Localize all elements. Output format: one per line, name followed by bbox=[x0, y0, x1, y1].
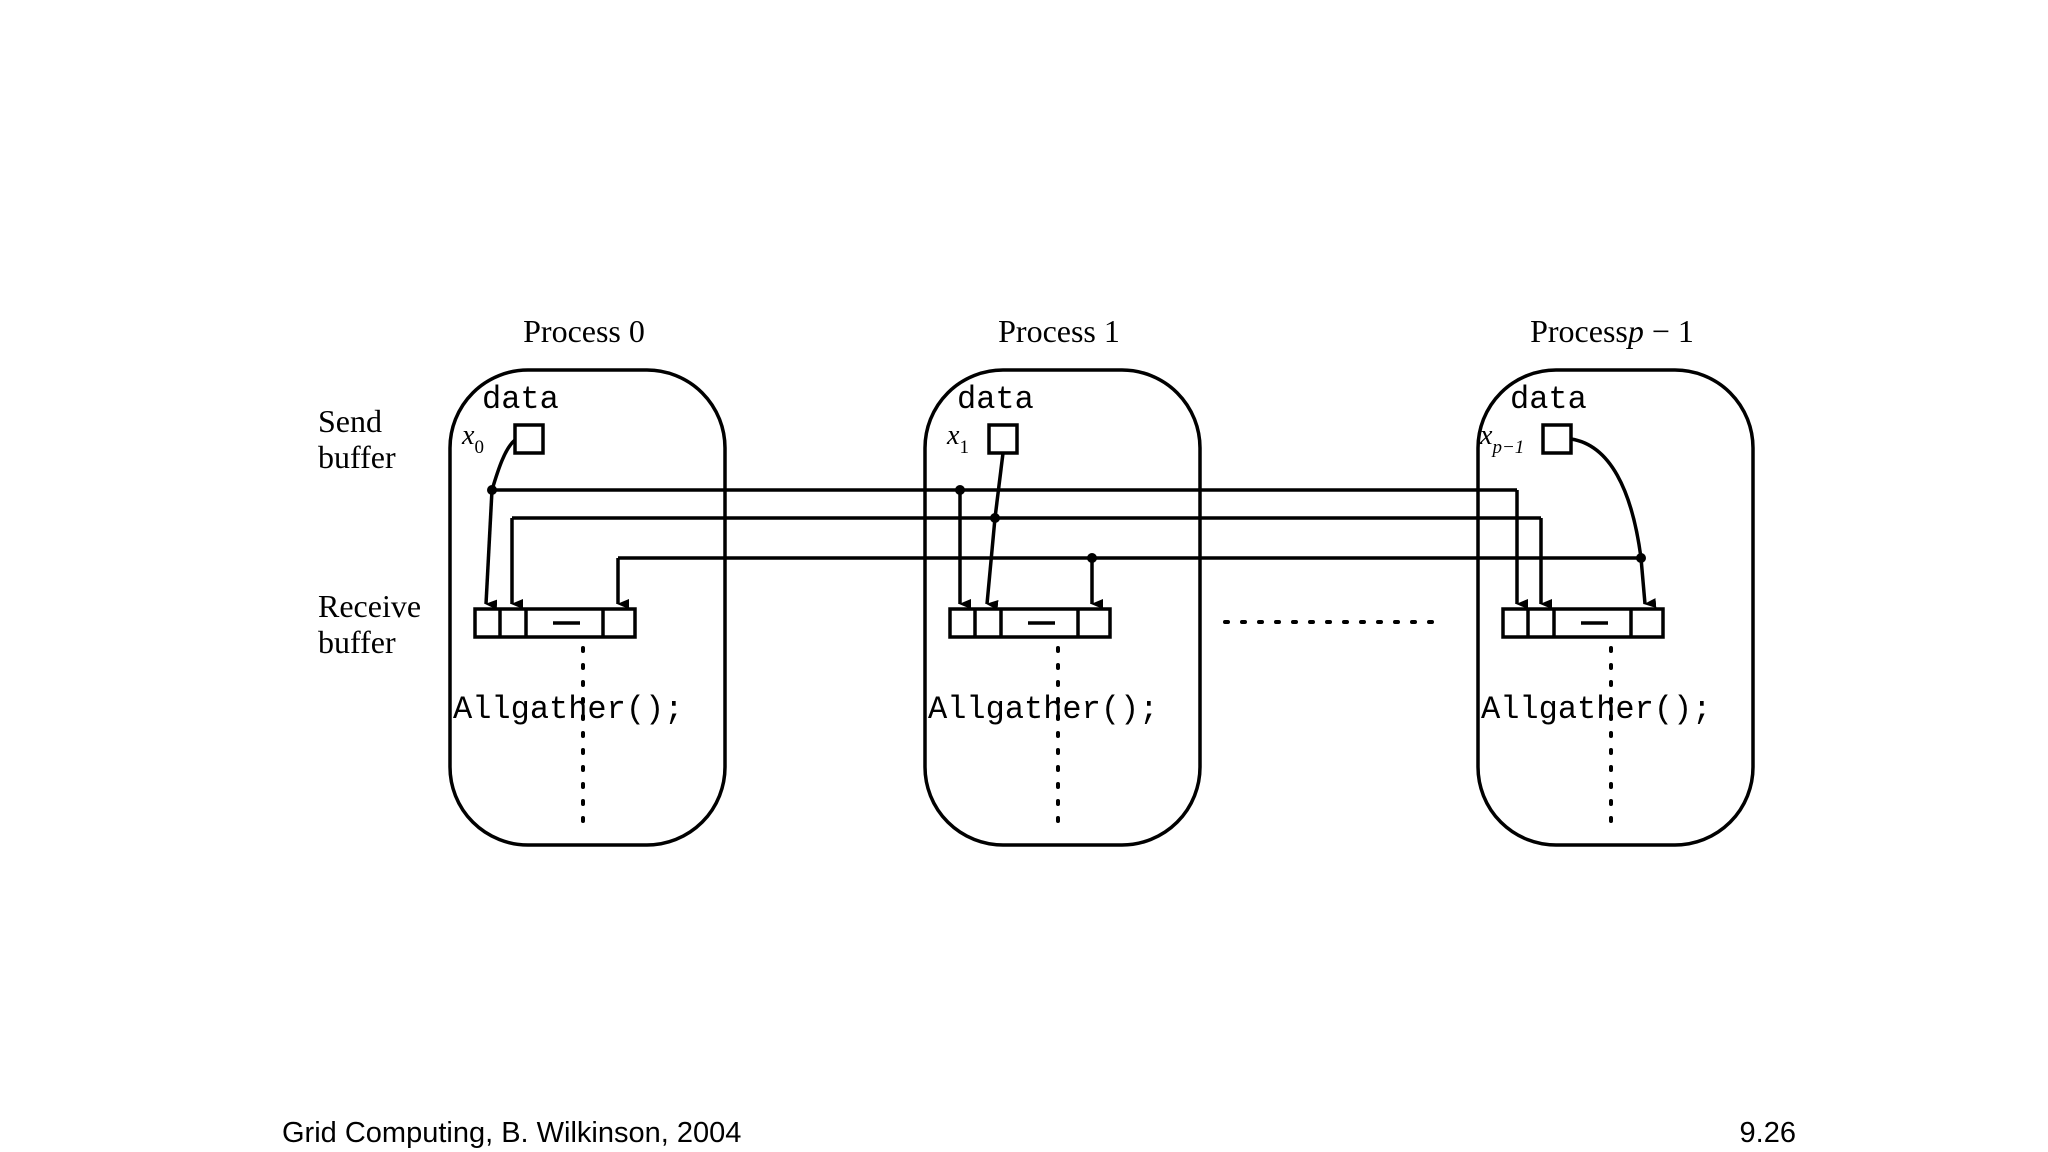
process-1-var: x1 bbox=[946, 420, 969, 458]
process-p-minus-1-title-var: p bbox=[1626, 313, 1644, 349]
process-0-var-base: x bbox=[461, 420, 475, 451]
process-p-minus-1-var-sub: p−1 bbox=[1490, 437, 1524, 458]
process-p-minus-1: Processp − 1 data xp−1 Allgather(); bbox=[1476, 313, 1755, 847]
process-1-call: Allgather(); bbox=[928, 691, 1158, 728]
process-0-send-cell bbox=[513, 423, 545, 455]
process-0: Process 0 data x0 Allgather(); bbox=[448, 313, 727, 847]
process-0-var-sub: 0 bbox=[474, 437, 484, 458]
wire-x1 bbox=[510, 452, 1552, 610]
process-0-receive-buffer bbox=[473, 607, 637, 639]
process-1: Process 1 data x1 Allgather(); bbox=[923, 313, 1202, 847]
slide-number: 9.26 bbox=[1740, 1117, 1796, 1149]
process-0-box bbox=[448, 368, 727, 847]
process-p-minus-1-var: xp−1 bbox=[1479, 420, 1524, 458]
process-p-minus-1-receive-buffer bbox=[1501, 607, 1665, 639]
process-1-send-cell bbox=[987, 423, 1019, 455]
receive-label-line-2: buffer bbox=[318, 624, 396, 660]
send-buffer-label: Send buffer bbox=[318, 403, 396, 475]
receive-buffer-label: Receive buffer bbox=[318, 588, 421, 660]
process-0-var: x0 bbox=[461, 420, 484, 458]
send-label-line-1: Send bbox=[318, 403, 382, 439]
process-1-var-base: x bbox=[946, 420, 960, 451]
footer-citation: Grid Computing, B. Wilkinson, 2004 bbox=[282, 1117, 741, 1149]
process-p-minus-1-send-cell bbox=[1541, 423, 1573, 455]
process-0-data-label: data bbox=[482, 381, 559, 418]
process-1-data-label: data bbox=[957, 381, 1034, 418]
send-label-line-2: buffer bbox=[318, 439, 396, 475]
process-p-minus-1-call: Allgather(); bbox=[1481, 691, 1711, 728]
receive-label-line-1: Receive bbox=[318, 588, 421, 624]
process-0-title: Process 0 bbox=[523, 313, 645, 349]
process-p-minus-1-box bbox=[1476, 368, 1755, 847]
process-p-minus-1-var-base: x bbox=[1479, 420, 1493, 451]
process-0-call: Allgather(); bbox=[453, 691, 683, 728]
process-1-receive-buffer bbox=[948, 607, 1112, 639]
process-1-box bbox=[923, 368, 1202, 847]
process-p-minus-1-title: Processp − 1 bbox=[1530, 313, 1694, 349]
process-p-minus-1-title-prefix: Process bbox=[1530, 313, 1628, 349]
wire-x0 bbox=[484, 438, 1528, 610]
process-p-minus-1-data-label: data bbox=[1510, 381, 1587, 418]
process-p-minus-1-title-suffix: − 1 bbox=[1644, 313, 1694, 349]
wire-xp-minus-1 bbox=[616, 437, 1657, 609]
process-1-var-sub: 1 bbox=[959, 437, 969, 458]
process-1-title: Process 1 bbox=[998, 313, 1120, 349]
